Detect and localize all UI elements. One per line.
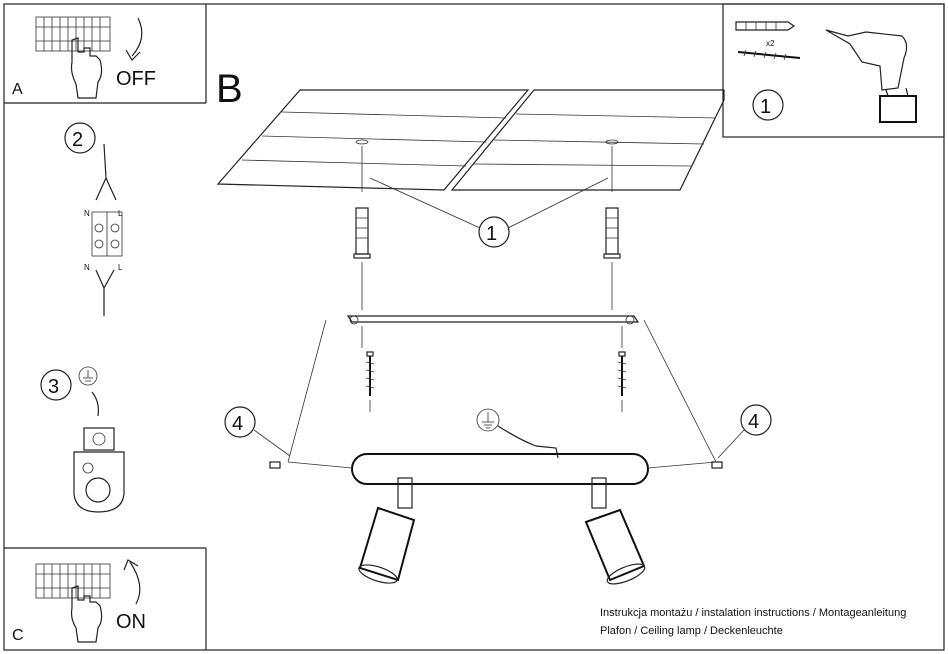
panel-b-label: B [216,67,243,111]
step-1-number-tools: 1 [760,96,771,118]
callout-step-4-left: 4 [224,406,291,469]
breaker-panel-icon [35,563,111,599]
step-3-number: 3 [48,376,59,398]
screw-icon [737,49,801,61]
wall-plug-icon [735,21,796,31]
spot-lamp-icon [584,477,646,585]
callout-step-4-right: 4 [711,404,772,469]
ceiling-plate [216,89,725,191]
on-label: ON [116,611,146,633]
step-1-number-main: 1 [486,223,497,245]
n-label-top: N [84,209,90,218]
panel-a: A OFF [12,16,156,99]
l-label-bottom: L [118,263,123,272]
off-label: OFF [116,68,156,90]
x2-label: x2 [766,39,775,48]
wall-plug-icon [353,207,371,259]
panel-c-label: C [12,627,24,644]
footer-line-1: Instrukcja montażu / instalation instruc… [600,607,907,619]
ground-symbol-icon [78,366,98,386]
step-4-number-left: 4 [232,413,243,435]
step-1-tools: x2 1 [735,21,917,123]
step-2-number: 2 [72,129,83,151]
step-3-ground: 3 [40,366,125,513]
lamp-base [287,453,717,485]
l-label-top: L [118,209,123,218]
panel-c: C ON [12,559,146,644]
screw-icon [361,326,375,396]
drill-icon [825,29,917,123]
spot-lamp-icon [358,477,416,584]
step-4-number-right: 4 [748,411,759,433]
arrow-down-icon [131,17,143,57]
wall-plug-icon [603,207,621,259]
mounting-bracket [287,315,717,463]
panel-a-label: A [12,81,23,98]
n-label-bottom: N [84,263,90,272]
screw-icon [617,326,627,396]
footer-line-2: Plafon / Ceiling lamp / Deckenleuchte [600,625,783,637]
hand-icon [70,585,103,643]
callout-step-1: 1 [369,177,609,248]
breaker-panel-icon [35,16,111,52]
frame-lines [3,3,945,651]
step-2-wiring: 2 N L N L [64,122,123,316]
arrow-up-icon [129,561,141,605]
hand-icon [70,37,103,99]
ground-symbol-icon [476,408,559,459]
